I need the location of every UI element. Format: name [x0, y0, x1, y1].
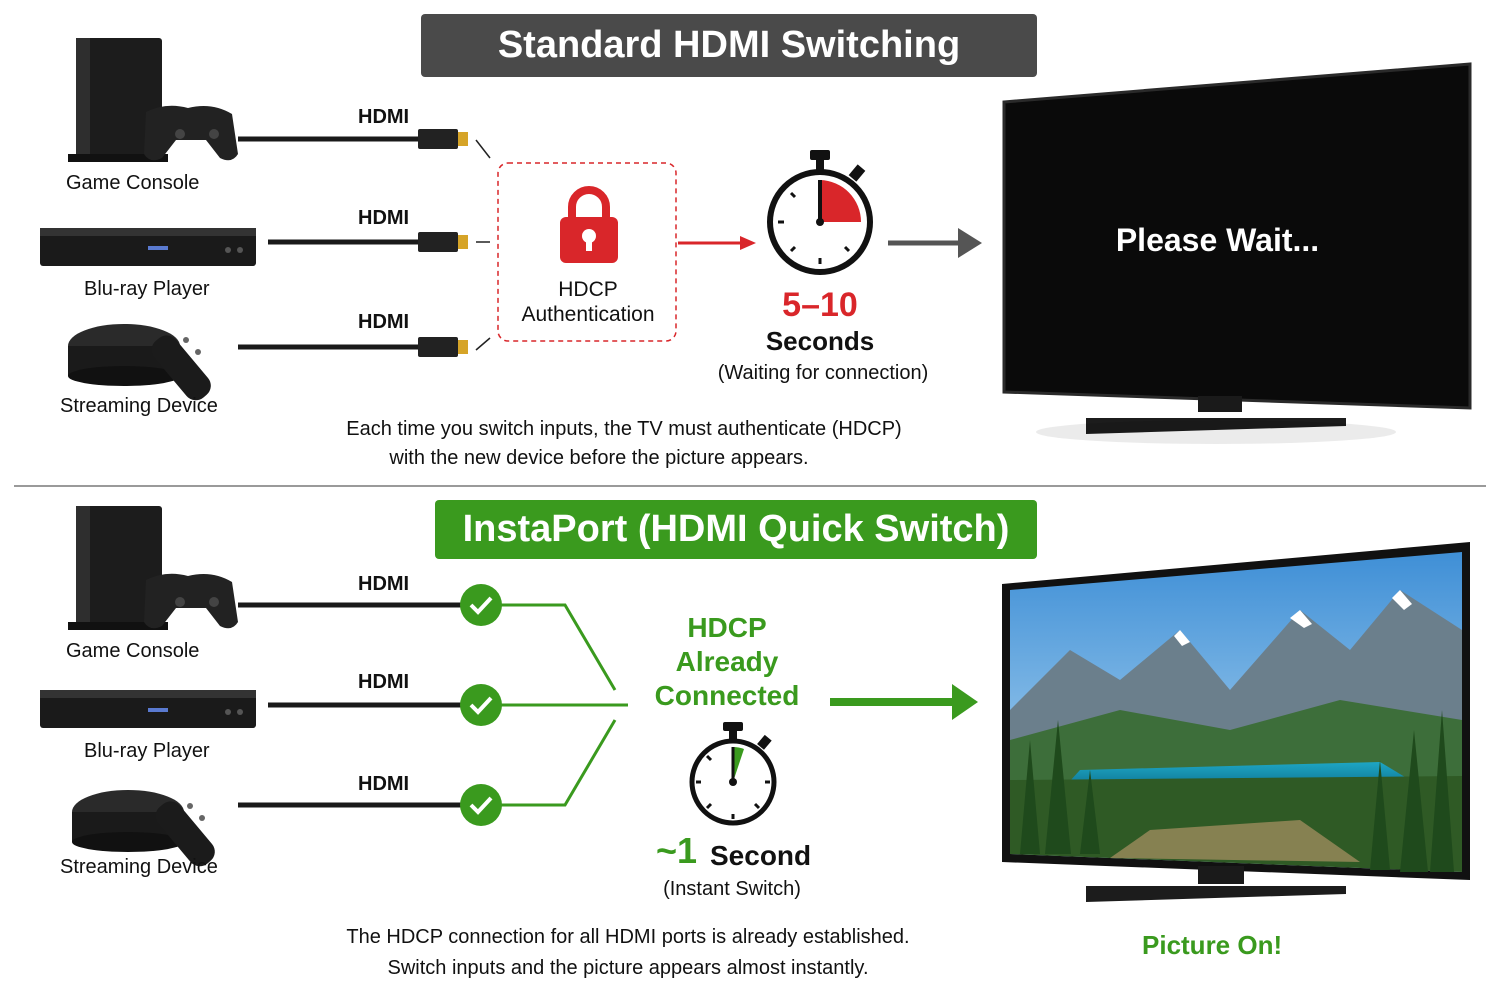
checkmark-icon: [460, 684, 502, 726]
game-console-icon: [68, 38, 238, 162]
hdmi-cables-top: [238, 129, 982, 357]
hdmi-label: HDMI: [358, 207, 410, 229]
checkmark-icon: [460, 584, 502, 626]
device-label: Game Console: [66, 172, 200, 194]
device-label: Game Console: [66, 640, 200, 662]
device-label: Streaming Device: [60, 395, 218, 417]
hdcp-status-line3: Connected: [654, 680, 800, 711]
hdcp-status-line1: HDCP: [687, 612, 767, 643]
device-label: Streaming Device: [60, 856, 218, 878]
tv-screen-text: Please Wait...: [1115, 222, 1320, 258]
green-arrow-icon: [830, 684, 978, 720]
hdmi-cable: [268, 232, 490, 252]
hdmi-label: HDMI: [358, 311, 410, 333]
hdcp-auth-box: [497, 162, 677, 342]
hdmi-cable: [238, 129, 491, 159]
standard-title-banner: Standard HDMI Switching: [421, 14, 1037, 77]
switch-time-value: ~1: [656, 830, 698, 871]
padlock-icon: [560, 186, 618, 263]
standard-caption-line2: with the new device before the picture a…: [389, 447, 809, 469]
hdmi-label: HDMI: [358, 573, 410, 595]
instaport-caption-line2: Switch inputs and the picture appears al…: [387, 957, 869, 979]
tv-waiting: [1002, 62, 1472, 444]
tv-picture: [1002, 542, 1470, 902]
device-label: Blu-ray Player: [84, 740, 210, 762]
streaming-device-icon: [68, 324, 211, 401]
stopwatch-icon: [767, 150, 873, 275]
stopwatch-icon: [689, 722, 777, 826]
hdmi-label: HDMI: [358, 106, 410, 128]
hdmi-label: HDMI: [358, 671, 410, 693]
game-console-icon: [68, 506, 238, 630]
switch-time-note: (Instant Switch): [663, 878, 801, 900]
wait-time-value: 5–10: [782, 286, 858, 324]
streaming-device-icon: [72, 790, 215, 867]
red-arrow-icon: [678, 236, 756, 250]
switch-time-unit: Second: [710, 840, 812, 871]
instaport-title-banner: InstaPort (HDMI Quick Switch): [435, 500, 1037, 559]
instaport-title: InstaPort (HDMI Quick Switch): [462, 508, 1010, 550]
hdmi-label: HDMI: [358, 773, 410, 795]
wait-time-unit: Seconds: [765, 326, 875, 356]
auth-label-line2: Authentication: [521, 303, 655, 326]
wait-time-note: (Waiting for connection): [717, 362, 929, 384]
checkmark-icon: [460, 784, 502, 826]
bluray-player-icon: [40, 228, 256, 266]
section-divider: [14, 485, 1486, 487]
green-connector-lines: [500, 603, 628, 807]
standard-caption-line1: Each time you switch inputs, the TV must…: [346, 418, 902, 440]
device-label: Blu-ray Player: [84, 278, 210, 300]
hdcp-status-line2: Already: [675, 646, 779, 677]
standard-title: Standard HDMI Switching: [497, 24, 961, 66]
gray-arrow-icon: [888, 228, 982, 258]
instaport-caption-line1: The HDCP connection for all HDMI ports i…: [346, 926, 910, 948]
picture-on-label: Picture On!: [1142, 930, 1283, 960]
hdmi-cable: [238, 337, 491, 357]
bluray-player-icon: [40, 690, 256, 728]
auth-label-line1: HDCP: [558, 278, 618, 301]
